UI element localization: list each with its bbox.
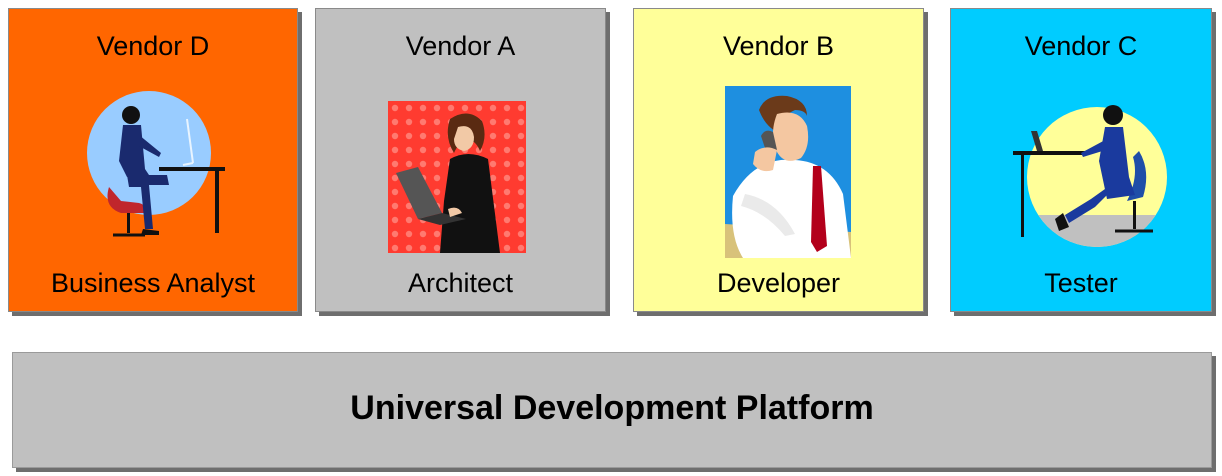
developer-illustration — [725, 86, 851, 258]
role-label: Tester — [1044, 268, 1118, 298]
platform-title: Universal Development Platform — [350, 389, 874, 427]
vendor-a-card: Vendor A Architect — [315, 8, 606, 312]
architect-illustration — [388, 101, 526, 253]
role-label: Business Analyst — [50, 268, 256, 298]
vendor-b-card: Vendor B Developer — [633, 8, 924, 312]
vendor-label: Vendor C — [1024, 31, 1138, 61]
platform-bar: Universal Development Platform — [12, 352, 1212, 468]
business-analyst-illustration — [87, 91, 225, 237]
vendor-d-card: Vendor D Business Analyst — [8, 8, 298, 312]
vendor-label: Vendor D — [96, 31, 210, 61]
role-label: Developer — [716, 268, 841, 298]
vendor-c-card: Vendor C Tester — [950, 8, 1212, 312]
vendor-label: Vendor A — [405, 31, 516, 61]
vendor-label: Vendor B — [722, 31, 835, 61]
role-label: Architect — [407, 268, 514, 298]
tester-illustration — [1013, 105, 1167, 247]
